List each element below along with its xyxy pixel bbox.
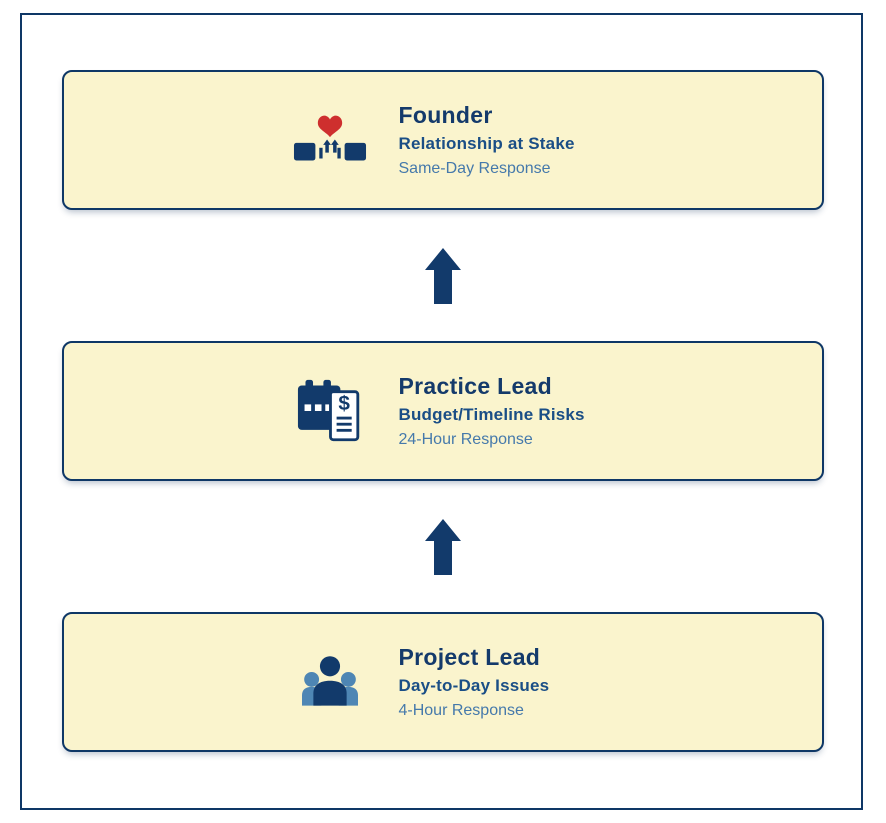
card-text-project-lead: Project Lead Day-to-Day Issues 4-Hour Re…: [398, 643, 594, 720]
arrow-gap: [62, 481, 824, 612]
card-response-time: 24-Hour Response: [398, 430, 533, 448]
card-text-founder: Founder Relationship at Stake Same-Day R…: [398, 101, 594, 178]
escalation-stack: Founder Relationship at Stake Same-Day R…: [62, 70, 824, 752]
escalation-card-founder: Founder Relationship at Stake Same-Day R…: [62, 70, 824, 210]
card-title: Project Lead: [398, 643, 541, 670]
card-issue-type: Relationship at Stake: [398, 134, 575, 153]
svg-text:$: $: [338, 392, 350, 415]
escalation-card-practice-lead: $ Practice Lead Budget/Timeline Risks 24…: [62, 341, 824, 481]
arrow-gap: [62, 210, 824, 341]
diagram-frame: Founder Relationship at Stake Same-Day R…: [20, 13, 863, 810]
card-issue-type: Day-to-Day Issues: [398, 676, 550, 695]
card-response-time: Same-Day Response: [398, 159, 551, 177]
card-issue-type: Budget/Timeline Risks: [398, 405, 585, 424]
card-title: Practice Lead: [398, 372, 552, 399]
card-title: Founder: [398, 101, 493, 128]
card-response-time: 4-Hour Response: [398, 701, 524, 719]
escalation-card-project-lead: Project Lead Day-to-Day Issues 4-Hour Re…: [62, 612, 824, 752]
team-icon: [293, 649, 367, 715]
up-arrow-icon: [425, 247, 461, 304]
up-arrow-icon: [425, 518, 461, 575]
calendar-invoice-icon: $: [293, 378, 367, 444]
handshake-heart-icon: [293, 107, 367, 173]
card-text-practice-lead: Practice Lead Budget/Timeline Risks 24-H…: [398, 372, 594, 449]
